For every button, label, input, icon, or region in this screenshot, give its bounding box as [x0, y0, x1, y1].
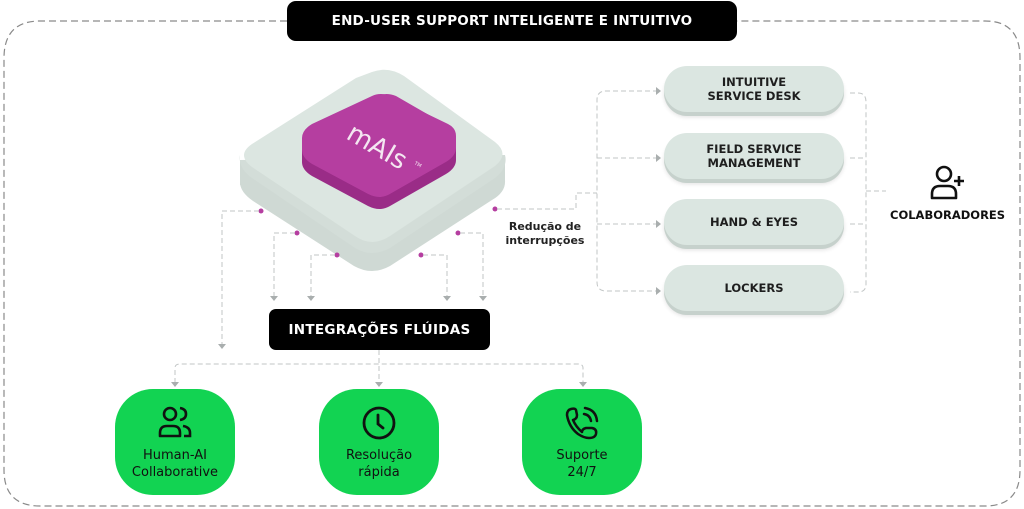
service-label: LOCKERS	[724, 281, 783, 295]
phone-call-icon	[562, 403, 602, 443]
service-hand-and-eyes[interactable]: HAND & EYES	[664, 199, 844, 245]
reducao-interrupcoes-label: Redução de interrupções	[500, 220, 590, 248]
service-field-service-management[interactable]: FIELD SERVICE MANAGEMENT	[664, 133, 844, 179]
header-title: END-USER SUPPORT INTELIGENTE E INTUITIVO	[287, 1, 737, 41]
benefit-resolucao-rapida[interactable]: Resolução rápida	[319, 389, 439, 495]
colaboradores-block: COLABORADORES	[890, 162, 1004, 222]
clock-icon	[359, 403, 399, 443]
service-intuitive-service-desk[interactable]: INTUITIVE SERVICE DESK	[664, 66, 844, 112]
user-plus-icon	[927, 162, 967, 202]
service-label: HAND & EYES	[710, 215, 798, 229]
benefit-label: Human-AI Collaborative	[132, 447, 218, 481]
benefit-human-ai-collaborative[interactable]: Human-AI Collaborative	[115, 389, 235, 495]
colaboradores-label: COLABORADORES	[890, 208, 1004, 222]
service-lockers[interactable]: LOCKERS	[664, 265, 844, 311]
users-icon	[155, 403, 195, 443]
service-label: FIELD SERVICE MANAGEMENT	[706, 142, 801, 170]
benefit-label: Resolução rápida	[346, 447, 412, 481]
service-label: INTUITIVE SERVICE DESK	[707, 75, 800, 103]
integracoes-fluidas-pill: INTEGRAÇÕES FLÚIDAS	[269, 309, 490, 350]
benefit-label: Suporte 24/7	[556, 447, 607, 481]
benefit-suporte-24-7[interactable]: Suporte 24/7	[522, 389, 642, 495]
